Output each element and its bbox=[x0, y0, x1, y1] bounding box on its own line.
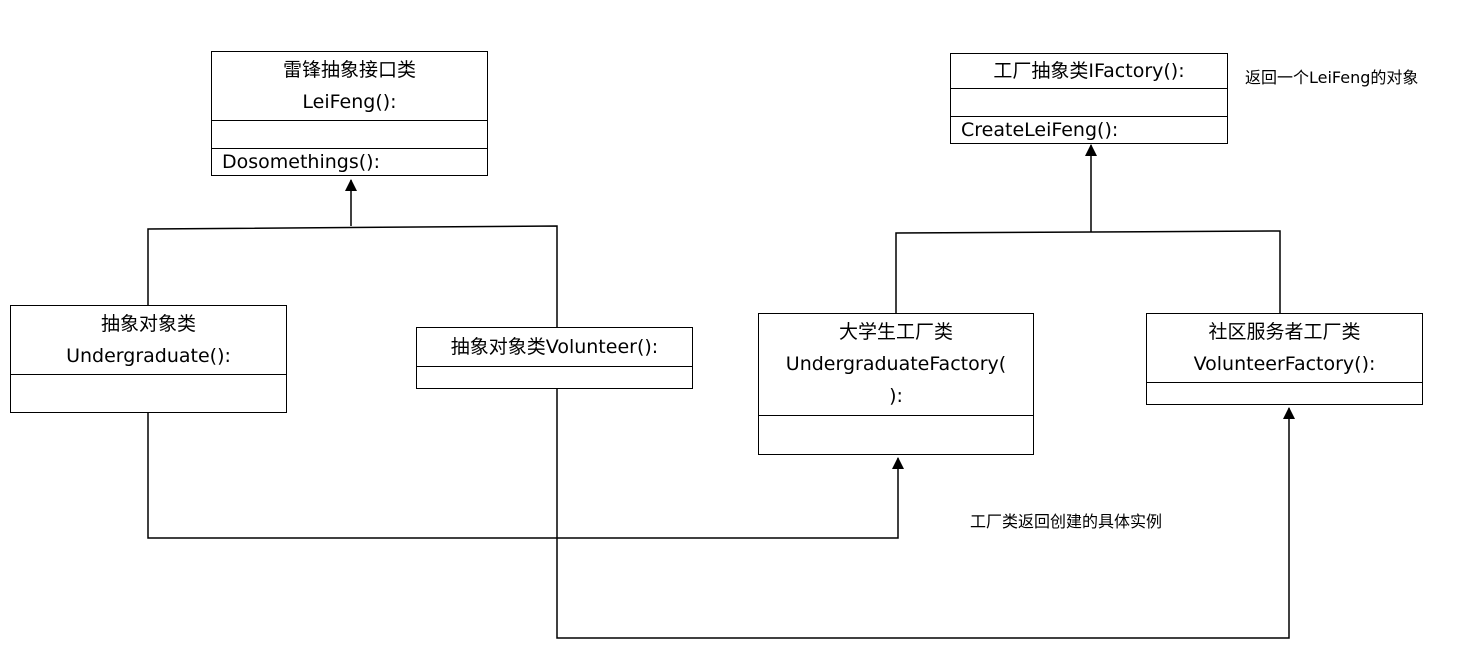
class-subtitle: VolunteerFactory(): bbox=[1193, 353, 1376, 375]
attributes-section bbox=[759, 415, 1033, 454]
class-subtitle-continued: ): bbox=[889, 385, 903, 407]
attributes-section bbox=[212, 120, 487, 148]
class-title: 抽象对象类Volunteer(): bbox=[450, 336, 659, 358]
dependency-undergraduate-to-factory bbox=[147, 413, 904, 539]
operation-createleifeng: CreateLeiFeng(): bbox=[961, 119, 1119, 141]
operation-dosomethings: Dosomethings(): bbox=[222, 151, 380, 173]
operations-section: Dosomethings(): bbox=[212, 148, 487, 175]
attributes-section bbox=[1147, 382, 1422, 404]
note-ifactory: 返回一个LeiFeng的对象 bbox=[1245, 68, 1419, 87]
class-ifactory[interactable]: 工厂抽象类IFactory(): CreateLeiFeng(): bbox=[950, 53, 1228, 144]
class-volunteer-factory[interactable]: 社区服务者工厂类 VolunteerFactory(): bbox=[1146, 313, 1423, 405]
class-name: 雷锋抽象接口类 LeiFeng(): bbox=[212, 52, 487, 120]
inheritance-connector-undergraduate bbox=[147, 225, 558, 328]
operations-section: CreateLeiFeng(): bbox=[951, 116, 1227, 143]
class-title: 社区服务者工厂类 bbox=[1208, 321, 1361, 343]
class-name: 社区服务者工厂类 VolunteerFactory(): bbox=[1147, 314, 1422, 382]
attributes-section bbox=[951, 88, 1227, 116]
class-subtitle: UndergraduateFactory( bbox=[785, 353, 1007, 375]
class-undergraduate-factory[interactable]: 大学生工厂类 UndergraduateFactory( ): bbox=[758, 313, 1034, 455]
inheritance-connector-factories bbox=[895, 230, 1281, 313]
class-subtitle: LeiFeng(): bbox=[302, 91, 397, 113]
class-title: 抽象对象类 bbox=[100, 313, 196, 335]
class-name: 大学生工厂类 UndergraduateFactory( ): bbox=[759, 314, 1033, 415]
attributes-section bbox=[417, 366, 692, 388]
class-title: 大学生工厂类 bbox=[838, 321, 953, 343]
class-title: 工厂抽象类IFactory(): bbox=[993, 60, 1185, 82]
note-factory-returns-instance: 工厂类返回创建的具体实例 bbox=[970, 512, 1163, 531]
dependency-volunteer-to-factory bbox=[556, 389, 1295, 639]
class-leifeng[interactable]: 雷锋抽象接口类 LeiFeng(): Dosomethings(): bbox=[211, 51, 488, 176]
class-volunteer[interactable]: 抽象对象类Volunteer(): bbox=[416, 327, 693, 389]
class-name: 抽象对象类Volunteer(): bbox=[417, 328, 692, 366]
class-undergraduate[interactable]: 抽象对象类 Undergraduate(): bbox=[10, 305, 287, 413]
class-name: 抽象对象类 Undergraduate(): bbox=[11, 306, 286, 374]
class-title: 雷锋抽象接口类 bbox=[282, 59, 416, 81]
class-subtitle: Undergraduate(): bbox=[66, 345, 231, 367]
class-name: 工厂抽象类IFactory(): bbox=[951, 54, 1227, 88]
attributes-section bbox=[11, 374, 286, 412]
